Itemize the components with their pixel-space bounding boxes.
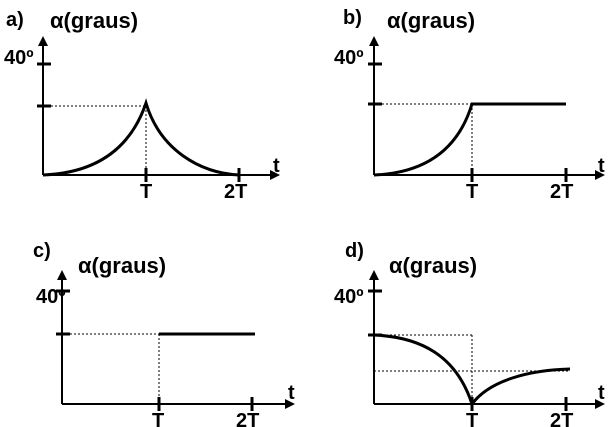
panel-a-curve [42, 98, 240, 177]
panel-b-x-arrow [595, 170, 605, 180]
panel-c-ylabel: α(graus) [78, 253, 166, 278]
panel-d-ylabel: α(graus) [389, 253, 477, 278]
panel-c-xtick-2T: 2T [236, 410, 259, 427]
panel-b-ytick-label: 40º [334, 47, 364, 69]
panel-c-x-arrow [285, 399, 295, 409]
panel-d-ytick-label: 40º [334, 286, 364, 308]
panel-c-y-arrow [57, 270, 67, 280]
panel-a-xtick-2T: 2T [224, 181, 247, 203]
panel-b-xtick-T: T [466, 181, 478, 203]
panel-a-y-arrow [38, 36, 48, 46]
panel-b-curve [373, 102, 566, 177]
panel-d-xtick-2T: 2T [550, 410, 573, 427]
panel-a-x-arrow [270, 170, 280, 180]
panel-d-xtick-T: T [466, 410, 478, 427]
panel-a-xtick-T: T [140, 181, 152, 203]
panel-b-xtick-2T: 2T [550, 181, 573, 203]
panel-a: a) α(graus) 40º t T 2T [4, 8, 280, 203]
panel-c-letter: c) [33, 240, 51, 262]
panel-b-ylabel: α(graus) [387, 8, 475, 33]
panel-a-ylabel: α(graus) [50, 8, 138, 33]
panel-d-x-arrow [595, 399, 605, 409]
panel-d-letter: d) [345, 240, 364, 262]
panel-c-xtick-T: T [152, 410, 164, 427]
panel-d: d) α(graus) 40º t T 2T [334, 240, 605, 427]
panel-b-xlabel: t [598, 155, 605, 177]
panel-b-y-arrow [369, 36, 379, 46]
panel-c: c) α(graus) 40º t T 2T [33, 240, 295, 427]
panel-d-y-arrow [369, 270, 379, 280]
panel-b-letter: b) [343, 7, 362, 29]
panel-a-xlabel: t [273, 155, 280, 177]
panel-d-xlabel: t [598, 382, 605, 404]
panel-a-ytick-label: 40º [4, 47, 34, 69]
panel-b: b) α(graus) 40º t T 2T [334, 7, 605, 203]
panel-d-curve [373, 333, 571, 408]
panel-c-xlabel: t [288, 382, 295, 404]
panel-a-letter: a) [6, 9, 24, 31]
